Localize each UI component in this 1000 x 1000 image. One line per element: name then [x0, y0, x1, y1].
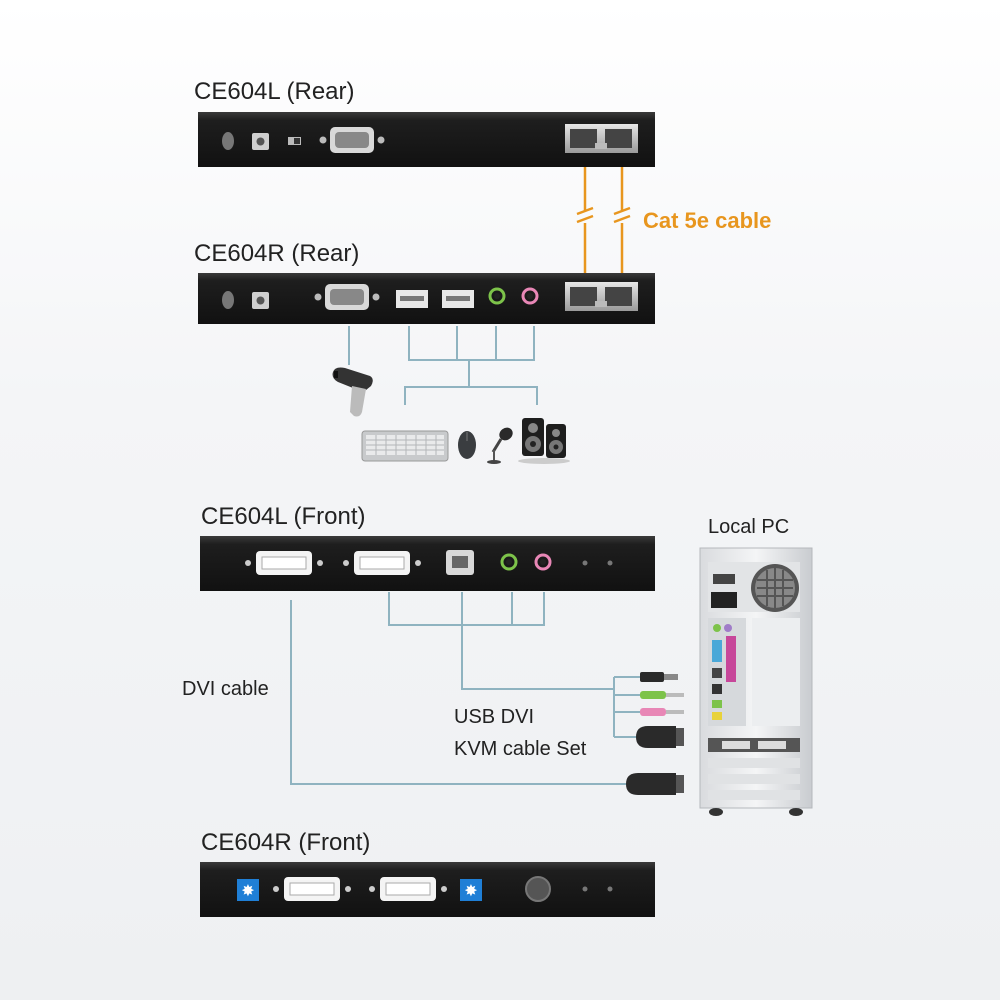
led-indicator-icon: [237, 879, 259, 901]
kvm-cables: [290, 592, 614, 785]
pc-tower-icon: [699, 547, 813, 816]
push-button: [525, 876, 551, 902]
dvi-port: [245, 551, 323, 575]
rj45-ports: [565, 124, 638, 153]
usb-ports: [396, 290, 474, 308]
ce604r-rear-panel: [198, 273, 655, 324]
ce604r-rear-title: CE604R (Rear): [194, 240, 360, 267]
console-cables: [348, 326, 538, 405]
microphone-icon: [487, 427, 513, 464]
cat5e-cable-label: Cat 5e cable: [643, 208, 772, 233]
rj45-ports: [565, 282, 638, 311]
led-indicator-icon: [460, 879, 482, 901]
speakers-icon: [518, 418, 570, 464]
dvi-cable-label: DVI cable: [182, 678, 269, 700]
usb-dvi-label-line2: KVM cable Set: [454, 738, 587, 760]
local-pc-label: Local PC: [708, 516, 790, 538]
dvi-port: [343, 551, 421, 575]
keyboard-icon: [361, 430, 449, 462]
ce604l-front-panel: [200, 536, 655, 591]
dvi-port: [369, 877, 447, 901]
svg-text:✸: ✸: [241, 881, 254, 900]
usb-dvi-label-line1: USB DVI: [454, 706, 535, 728]
mic-in-port: [521, 287, 539, 305]
svg-text:✸: ✸: [464, 881, 477, 900]
mic-in-port: [534, 553, 552, 571]
ce604l-rear-panel: [198, 112, 655, 167]
ce604r-front-panel: ✸ ✸: [200, 862, 655, 917]
dvi-port: [273, 877, 351, 901]
ce604l-rear-title: CE604L (Rear): [194, 78, 355, 105]
mouse-icon: [458, 431, 476, 459]
audio-out-port: [488, 287, 506, 305]
cat5e-cables: [576, 167, 631, 273]
ce604l-front-title: CE604L (Front): [201, 503, 366, 530]
barcode-scanner-icon: [332, 367, 373, 417]
serial-port: [314, 284, 380, 310]
power-port: [222, 132, 234, 150]
serial-port: [319, 127, 385, 153]
audio-out-port: [500, 553, 518, 571]
cable-connectors: [613, 672, 684, 795]
ce604r-front-title: CE604R (Front): [201, 829, 371, 856]
